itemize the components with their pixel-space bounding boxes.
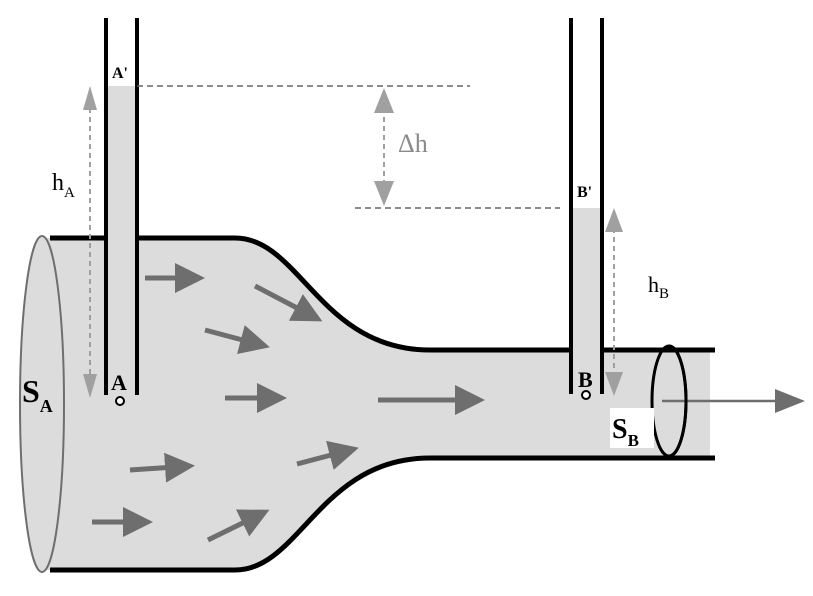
label-b: B (578, 367, 593, 392)
label-delta-h: Δh (398, 129, 428, 158)
label-a: A (111, 370, 127, 395)
flow-arrow (204, 325, 270, 355)
pipe-wall-bottom (50, 455, 715, 573)
tap-point-b (581, 390, 591, 400)
label-h-a: hA (52, 170, 75, 201)
h-b-arrow (605, 208, 623, 396)
flow-arrows (92, 263, 485, 543)
label-a-top: A' (112, 65, 128, 82)
label-s-b-bg (610, 408, 654, 448)
label-s-b: SB (612, 414, 639, 450)
tube-a-fluid (107, 86, 136, 246)
label-h-a-sub: A (64, 185, 75, 201)
tube-b-fluid (572, 208, 601, 353)
label-s-b-main: S (612, 414, 628, 445)
flow-arrow (296, 440, 359, 470)
outlet-arrow-head (775, 389, 805, 413)
delta-h-arrow (374, 88, 394, 206)
flow-arrow (129, 452, 195, 483)
flow-arrow (253, 283, 323, 322)
label-h-b-sub: B (659, 286, 669, 302)
cross-section-b-front (668, 344, 688, 458)
label-s-a: SA (22, 373, 53, 416)
label-h-b-main: h (648, 272, 659, 297)
flow-arrow (206, 509, 270, 543)
label-s-a-main: S (22, 373, 40, 409)
label-b-top: B' (577, 184, 592, 201)
pipe-wall-top (50, 235, 715, 353)
label-s-a-sub: A (40, 396, 53, 416)
label-s-b-sub: B (628, 431, 639, 450)
pipe-fluid (45, 238, 710, 570)
label-h-a-main: h (52, 170, 64, 196)
label-h-b: hB (648, 272, 669, 302)
h-a-arrow (83, 86, 97, 398)
cross-section-a (19, 235, 65, 573)
tap-point-a (115, 396, 125, 406)
